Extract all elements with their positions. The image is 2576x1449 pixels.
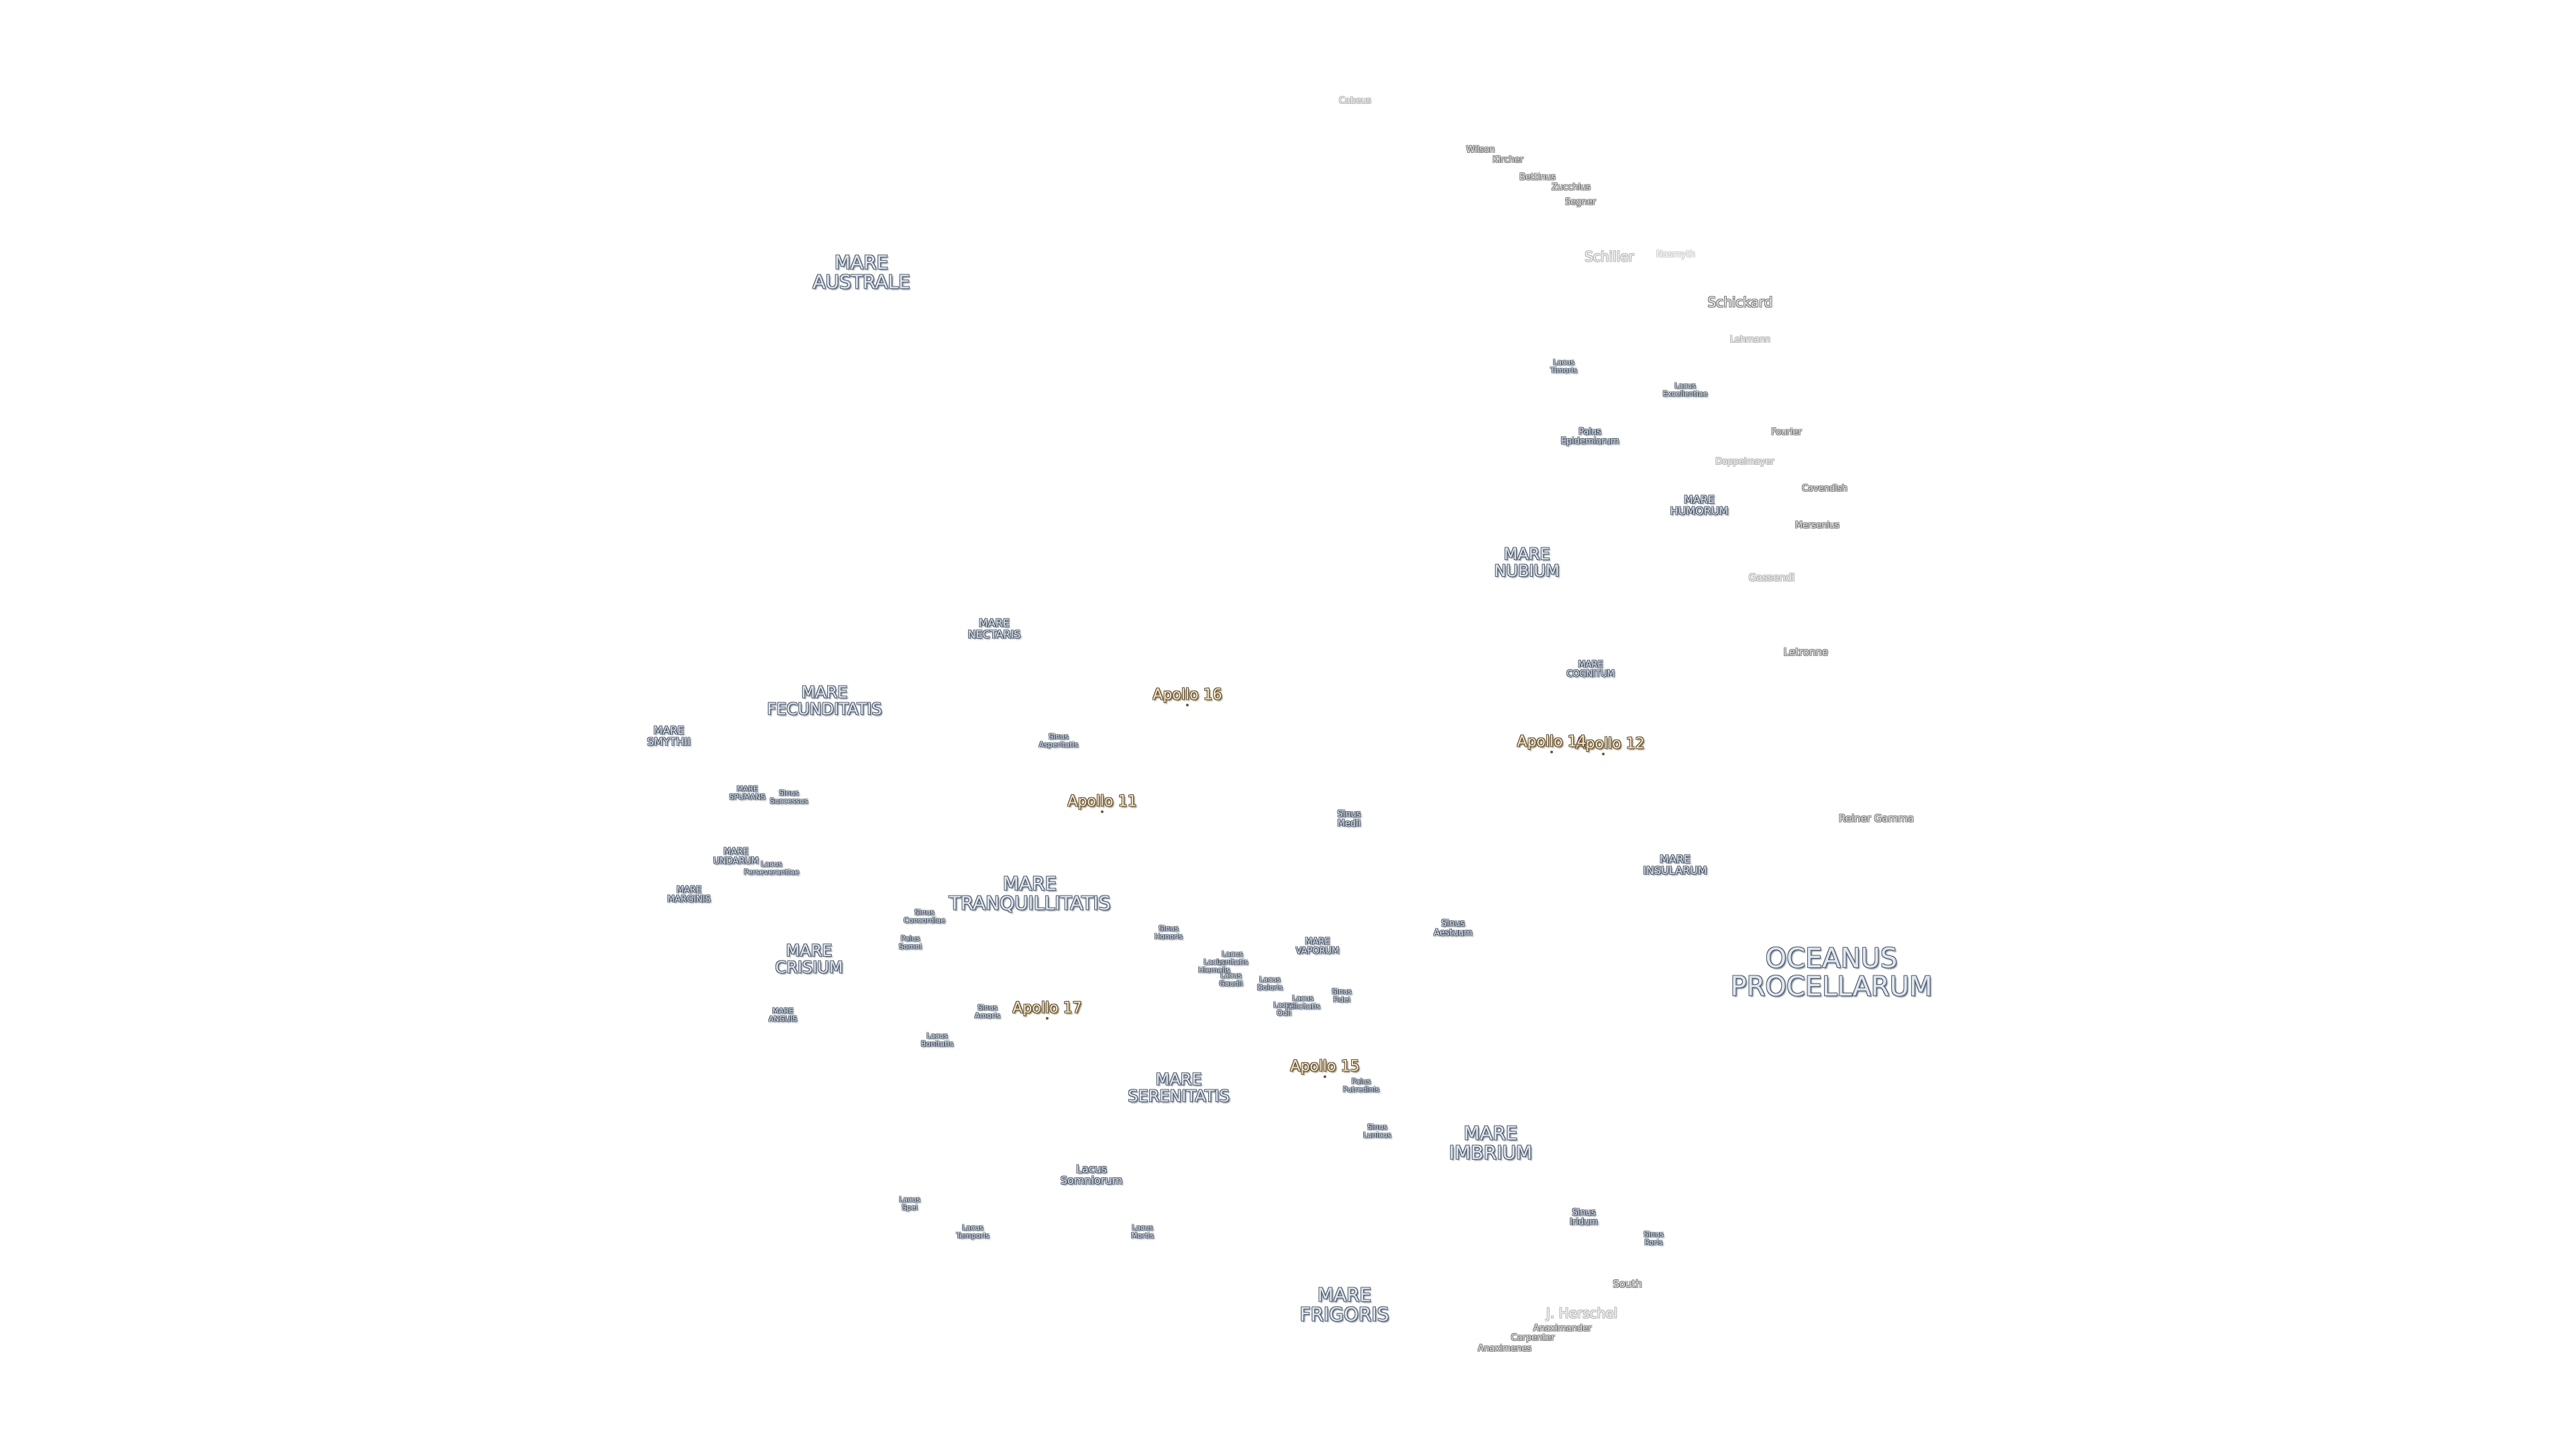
crater-anaximander-label: Anaximander [1533, 1324, 1592, 1334]
sinus-roris-label: Sinus Roris [1644, 1230, 1664, 1246]
sinus-asperitatis-label: Sinus Asperitatis [1038, 732, 1079, 749]
lacus-odii-label: Lacus Odii [1273, 1000, 1295, 1017]
crater-zucchius-label: Zucchius [1551, 182, 1591, 193]
mare-serenitatis-label: MARE SERENITATIS [1128, 1069, 1230, 1106]
crater-schiller-label: Schiller [1585, 248, 1634, 265]
crater-carpenter-label: Carpenter [1511, 1333, 1555, 1344]
mare-humorum-label: MARE HUMORUM [1670, 493, 1729, 517]
mare-marginis-label: MARE MARGINIS [667, 885, 711, 904]
crater-nasmyth-label: Nasmyth [1656, 250, 1696, 260]
lacus-bonitatis-label: Lacus Bonitatis [920, 1031, 954, 1048]
lacus-lenitatis-label: Lacus Lenitatis [1216, 949, 1248, 966]
crater-mersenius-label: Mersenius [1794, 521, 1840, 531]
apollo-16-label: Apollo 16 [1152, 686, 1222, 704]
crater-j-herschel-label: J. Herschel [1546, 1305, 1618, 1322]
mare-nectaris-label: MARE NECTARIS [967, 616, 1021, 641]
sinus-aestuum-label: Sinus Aestuum [1434, 918, 1472, 938]
lacus-doloris-label: Lacus Doloris [1256, 975, 1283, 991]
sinus-medii-label: Sinus Medii [1337, 809, 1361, 828]
crater-letronne-label: Letronne [1783, 646, 1829, 659]
oceanus-procellarum-label: OCEANUS PROCELLARUM [1730, 943, 1933, 1002]
mare-undarum-label: MARE UNDARUM [713, 847, 759, 866]
lacus-spei-label: Lacus Spei [899, 1195, 920, 1212]
mare-anguis-label: MARE ANGUIS [768, 1006, 798, 1023]
lacus-mortis-label: Lacus Mortis [1131, 1223, 1154, 1240]
palus-epidemiarum-label: Palus Epidemiarum [1560, 427, 1619, 446]
crater-fourier-label: Fourier [1771, 427, 1802, 438]
apollo-17-label: Apollo 17 [1012, 1000, 1082, 1017]
apollo-11-label: Apollo 11 [1067, 793, 1137, 810]
mare-australe-label: MARE AUSTRALE [812, 251, 910, 293]
crater-bettinus-label: Bettinus [1519, 172, 1556, 183]
sinus-fidei-label: Sinus Fidei [1332, 987, 1352, 1004]
apollo-11-marker [1101, 810, 1104, 813]
crater-kircher-label: Kircher [1493, 155, 1523, 166]
apollo-17-marker [1046, 1017, 1049, 1020]
palus-putredinis-label: Palus Putredinis [1342, 1077, 1380, 1093]
crater-lehmann-label: Lehmann [1729, 335, 1771, 345]
apollo-14-label: Apollo 14 [1517, 733, 1587, 751]
lacus-timoris-label: Lacus Timoris [1550, 358, 1578, 374]
crater-anaximenes-label: Anaximenes [1477, 1344, 1532, 1354]
apollo-14-marker [1550, 751, 1553, 753]
crater-south-label: South [1613, 1278, 1642, 1291]
apollo-15-marker [1324, 1075, 1326, 1078]
sinus-successus-label: Sinus Successus [769, 788, 808, 805]
mare-imbrium-label: MARE IMBRIUM [1449, 1122, 1532, 1164]
mare-vaporum-label: MARE VAPORUM [1295, 936, 1340, 956]
crater-wilson-label: Wilson [1466, 145, 1495, 156]
mare-smythii-label: MARE SMYTHII [647, 724, 691, 748]
mare-insularum-label: MARE INSULARUM [1643, 853, 1707, 877]
mare-fecunditatis-label: MARE FECUNDITATIS [767, 682, 882, 718]
lacus-temporis-label: Lacus Temporis [956, 1223, 989, 1240]
mare-tranquillitatis-label: MARE TRANQUILLITATIS [949, 872, 1111, 914]
sinus-concordiae-label: Sinus Concordiae [903, 908, 946, 924]
apollo-12-label: Apollo 12 [1575, 735, 1645, 753]
palus-somni-label: Palus Somni [898, 934, 922, 951]
sinus-iridum-label: Sinus Iridum [1570, 1208, 1598, 1227]
sinus-amoris-label: Sinus Amoris [974, 1003, 1001, 1020]
apollo-12-marker [1602, 753, 1605, 755]
crater-cavendish-label: Cavendish [1802, 484, 1847, 494]
apollo-16-marker [1186, 704, 1189, 706]
lacus-somniorum-label: Lacus Somniorum [1060, 1163, 1123, 1187]
sinus-honoris-label: Sinus Honoris [1154, 924, 1183, 941]
crater-schickard-label: Schickard [1707, 294, 1773, 311]
mare-crisium-label: MARE CRISIUM [775, 941, 843, 977]
lacus-excellentiae-label: Lacus Excellentiae [1662, 381, 1708, 398]
mare-nubium-label: MARE NUBIUM [1494, 544, 1560, 580]
crater-cabeus-label: Cabeus [1338, 96, 1372, 107]
crater-reiner-gamma-label: Reiner Gamma [1838, 812, 1915, 825]
sinus-lunicus-label: Sinus Lunicus [1363, 1122, 1391, 1139]
lacus-gaudii-label: Lacus Gaudii [1219, 971, 1243, 987]
apollo-15-label: Apollo 15 [1290, 1058, 1360, 1075]
mare-cognitum-label: MARE COGNITUM [1566, 659, 1615, 679]
crater-doppelmayer-label: Doppelmayer [1715, 457, 1774, 468]
lacus-perseverantiae-label: Lacus Perseverantiae [743, 859, 800, 876]
lacus-felicitatis-label: Lacus Felicitatis [1285, 994, 1320, 1010]
mare-frigoris-label: MARE FRIGORIS [1299, 1283, 1389, 1326]
mare-spumans-label: MARE SPUMANS [729, 784, 765, 801]
crater-segner-label: Segner [1564, 197, 1597, 208]
crater-gassendi-label: Gassendi [1748, 572, 1795, 584]
lacus-hiemalis-label: Lacus Hiemalis [1198, 957, 1230, 974]
